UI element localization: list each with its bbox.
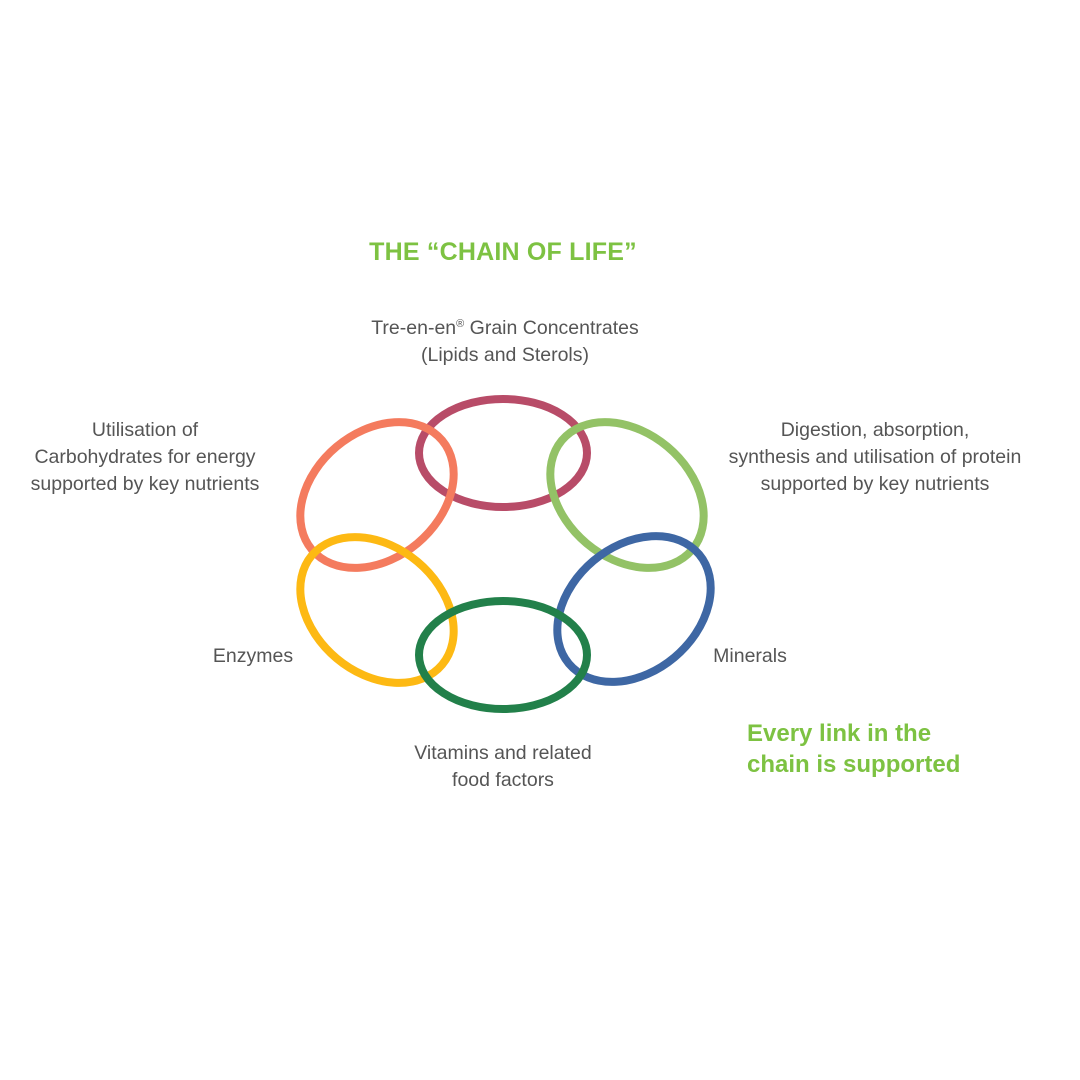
label-enzymes: Enzymes — [212, 645, 294, 667]
label-lipids-sterols: Tre-en-en® Grain Concentrates (Lipids an… — [371, 317, 639, 366]
ring-minerals — [553, 532, 715, 686]
label-vitamins: Vitamins and related food factors — [414, 742, 592, 791]
label-minerals: Minerals — [713, 645, 787, 667]
diagram-title: THE “CHAIN OF LIFE” — [369, 238, 637, 266]
label-carbohydrates: Utilisation of Carbohydrates for energy … — [30, 419, 260, 495]
ring-lipids — [415, 395, 591, 511]
label-protein: Digestion, absorption, synthesis and uti… — [728, 419, 1022, 495]
registered-mark: ® — [456, 318, 465, 330]
tagline: Every link in the chain is supported — [747, 720, 961, 778]
ring-enzymes — [296, 533, 458, 687]
ring-vitamins — [415, 597, 591, 713]
